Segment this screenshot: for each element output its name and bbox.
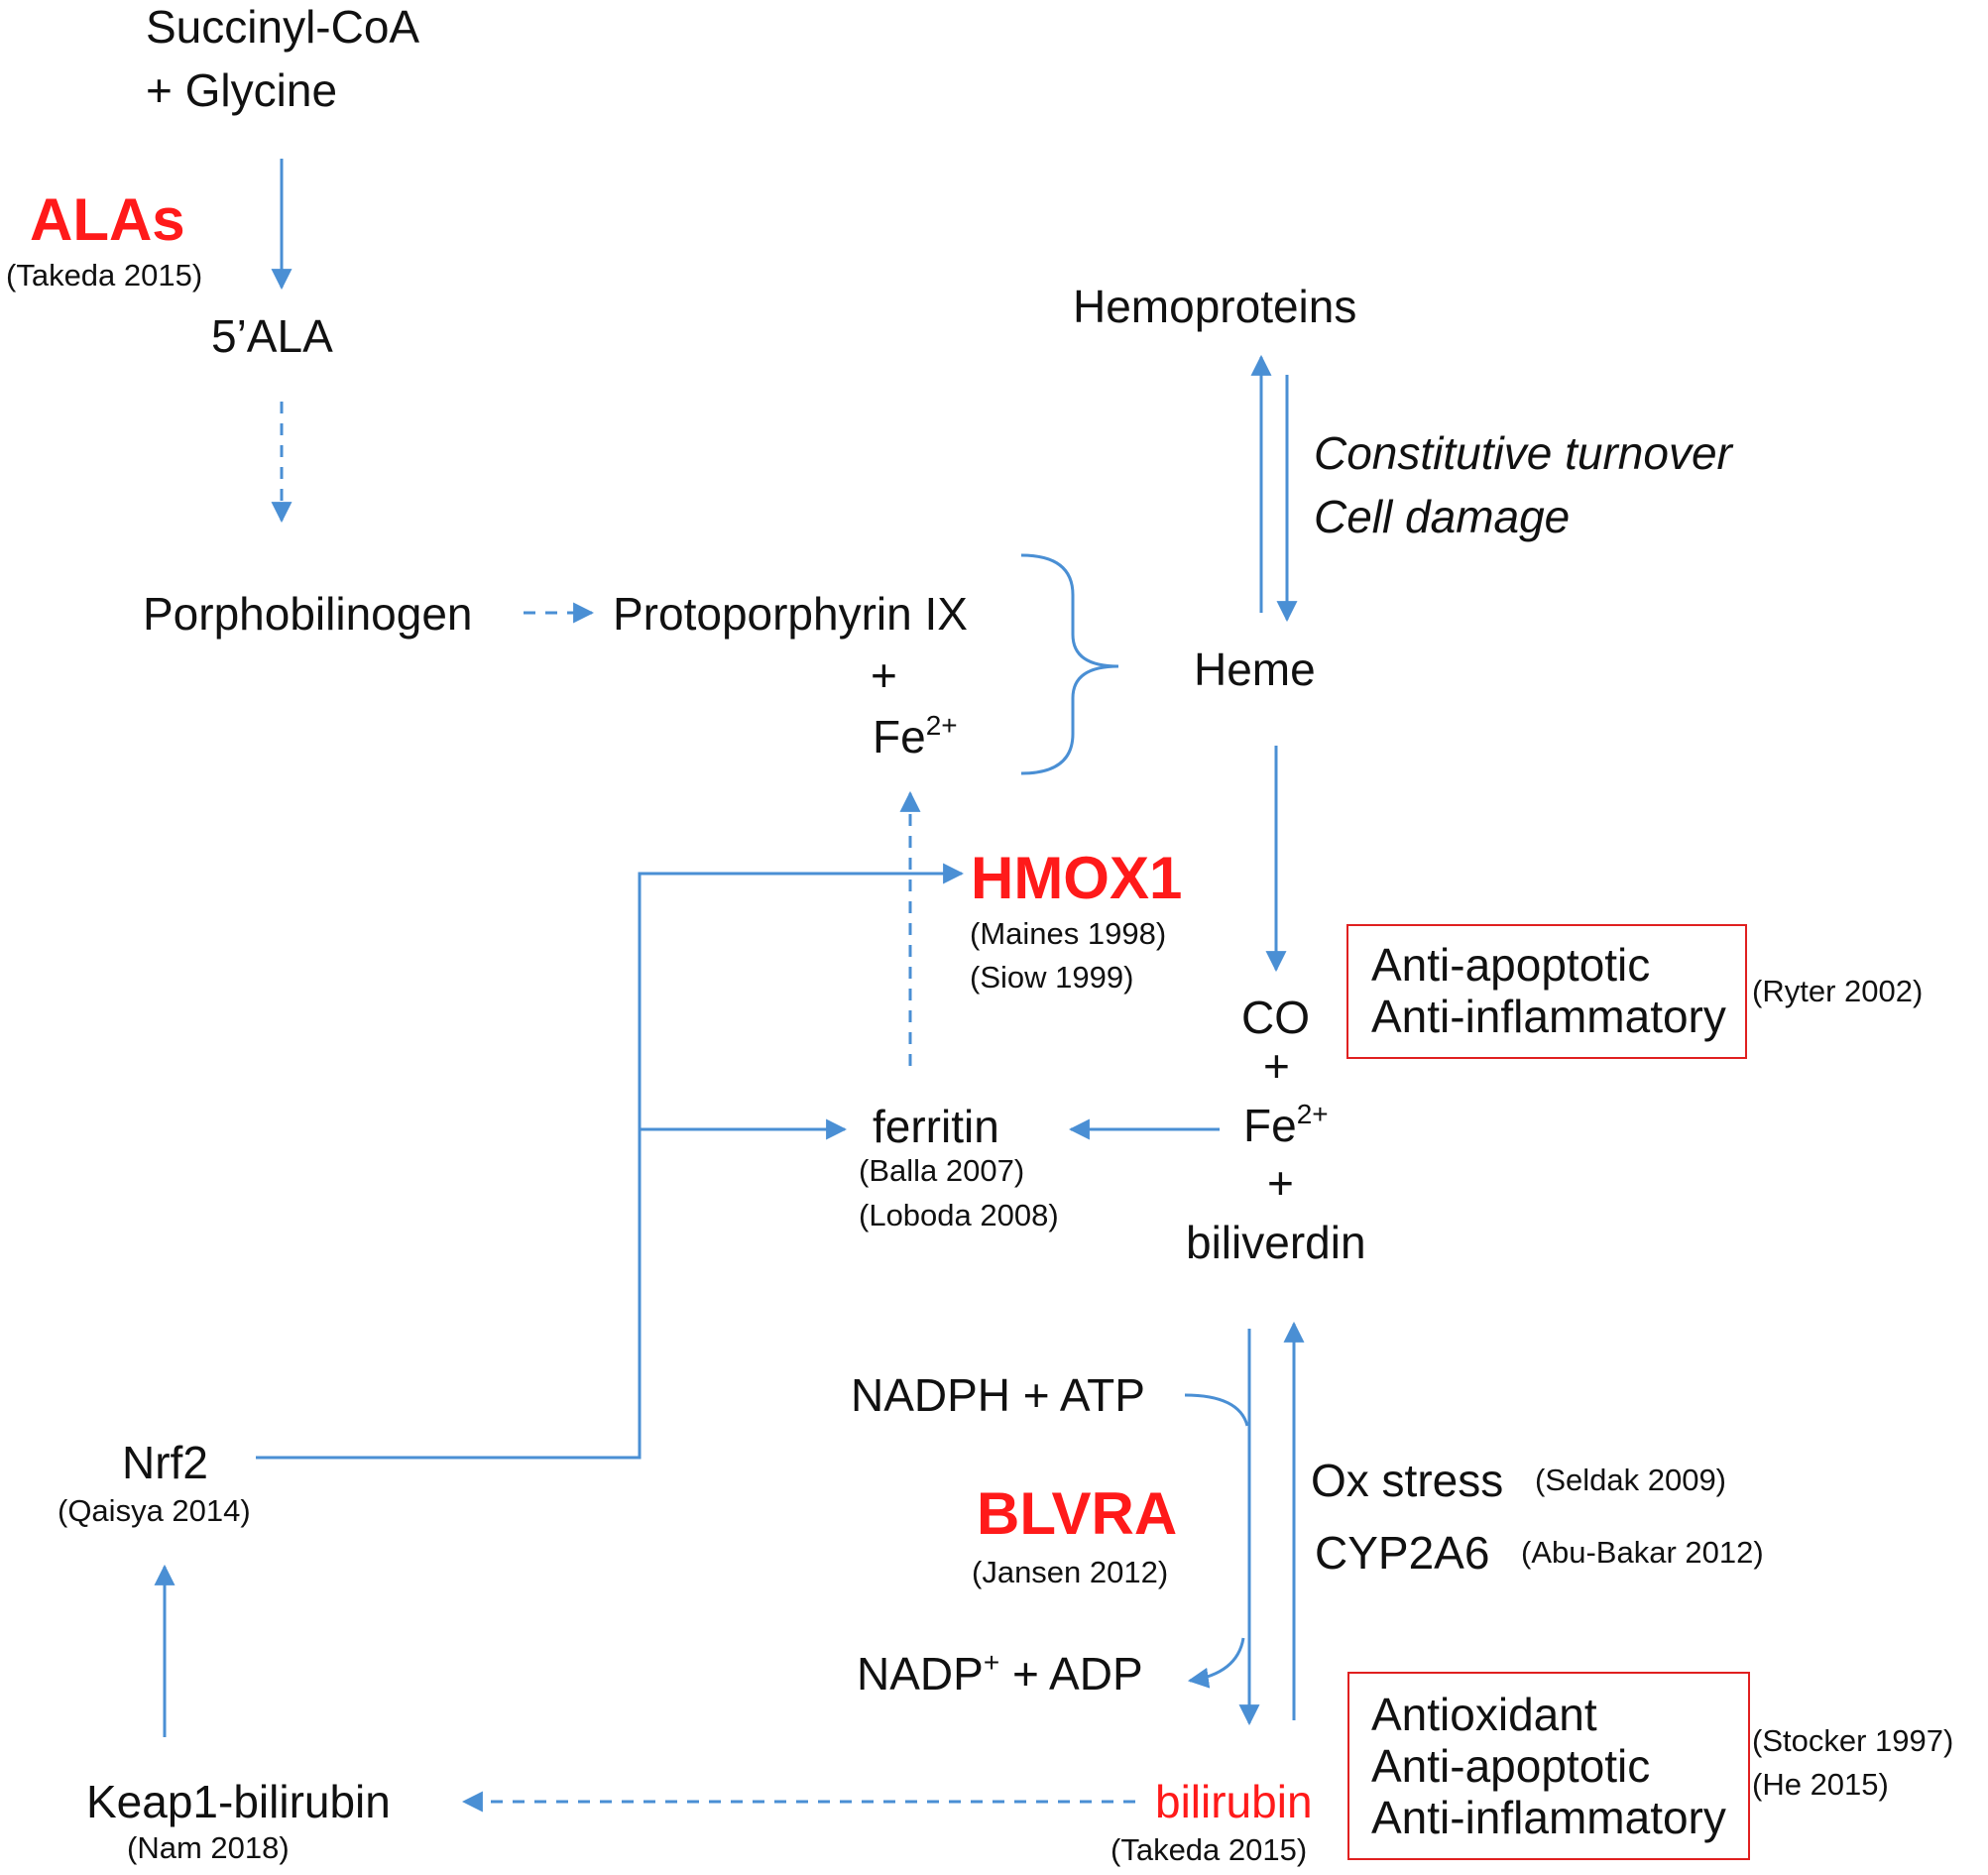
cofactor-nadp-adp: NADP+ + ADP <box>857 1647 1143 1699</box>
ref-hmox1-siow: (Siow 1999) <box>970 960 1134 995</box>
node-cyp2a6: CYP2A6 <box>1315 1527 1490 1579</box>
nadp-text: NADP <box>857 1648 984 1699</box>
node-porphobilinogen: Porphobilinogen <box>143 588 473 640</box>
node-co: CO <box>1241 992 1310 1043</box>
node-nrf2: Nrf2 <box>122 1437 208 1488</box>
ref-bilirubin: (Takeda 2015) <box>1111 1832 1308 1867</box>
adp-text: + ADP <box>999 1648 1143 1699</box>
cofactor-curve-nadp <box>1187 1637 1245 1689</box>
fe-symbol: Fe <box>873 711 926 762</box>
enzyme-hmox1: HMOX1 <box>971 845 1183 911</box>
annotation-constitutive-turnover: Constitutive turnover <box>1314 427 1732 479</box>
ref-ferritin-loboda: (Loboda 2008) <box>859 1198 1059 1232</box>
node-heme: Heme <box>1194 644 1316 695</box>
ref-hmox1-maines: (Maines 1998) <box>970 916 1167 951</box>
nadp-charge: + <box>983 1647 1000 1678</box>
enzyme-alas: ALAs <box>30 186 185 253</box>
co-effect-anti-inflammatory: Anti-inflammatory <box>1371 991 1726 1042</box>
enzyme-blvra: BLVRA <box>977 1480 1178 1547</box>
node-keap1-bilirubin: Keap1-bilirubin <box>86 1776 391 1827</box>
bilirubin-effect-anti-inflammatory: Anti-inflammatory <box>1371 1792 1726 1843</box>
cofactor-nadph-atp: NADPH + ATP <box>851 1369 1145 1421</box>
plus-protoporphyrin: + <box>871 649 897 701</box>
node-glycine: + Glycine <box>146 64 338 116</box>
brace-to-heme <box>1020 553 1119 775</box>
bilirubin-effect-anti-apoptotic: Anti-apoptotic <box>1371 1740 1651 1792</box>
arrow-nrf2-to-hmox1 <box>256 863 965 1460</box>
node-hemoproteins: Hemoproteins <box>1073 281 1357 332</box>
ref-keap1: (Nam 2018) <box>127 1830 290 1865</box>
fe-symbol: Fe <box>1243 1100 1297 1151</box>
node-fe2-substrate: Fe2+ <box>873 710 958 762</box>
node-5-ala: 5’ALA <box>211 310 333 362</box>
ref-nrf2: (Qaisya 2014) <box>58 1493 251 1528</box>
bilirubin-effect-antioxidant: Antioxidant <box>1371 1689 1597 1740</box>
ref-alas: (Takeda 2015) <box>6 258 203 293</box>
ref-stocker: (Stocker 1997) <box>1752 1723 1954 1758</box>
node-ox-stress: Ox stress <box>1311 1455 1504 1506</box>
co-effect-anti-apoptotic: Anti-apoptotic <box>1371 939 1651 991</box>
ref-seldak: (Seldak 2009) <box>1535 1463 1727 1497</box>
co-effects-box <box>1346 924 1747 1059</box>
node-ferritin: ferritin <box>873 1101 999 1152</box>
bilirubin-effects-box <box>1347 1672 1750 1860</box>
plus-co: + <box>1263 1040 1290 1092</box>
ref-ferritin-balla: (Balla 2007) <box>859 1153 1025 1188</box>
node-protoporphyrin-ix: Protoporphyrin IX <box>613 588 968 640</box>
plus-fe: + <box>1267 1157 1294 1209</box>
annotation-cell-damage: Cell damage <box>1314 491 1571 542</box>
node-biliverdin: biliverdin <box>1186 1217 1366 1268</box>
ref-abu-bakar: (Abu-Bakar 2012) <box>1521 1535 1764 1570</box>
fe-charge: 2+ <box>925 710 958 741</box>
ref-blvra: (Jansen 2012) <box>972 1555 1169 1589</box>
node-succinyl-coa: Succinyl-CoA <box>146 1 420 53</box>
ref-he: (He 2015) <box>1752 1767 1889 1802</box>
node-bilirubin: bilirubin <box>1155 1776 1313 1827</box>
fe-charge: 2+ <box>1296 1099 1329 1129</box>
cofactor-curve-nadph <box>1184 1393 1249 1427</box>
node-fe2-product: Fe2+ <box>1243 1099 1329 1151</box>
ref-ryter: (Ryter 2002) <box>1752 974 1924 1008</box>
